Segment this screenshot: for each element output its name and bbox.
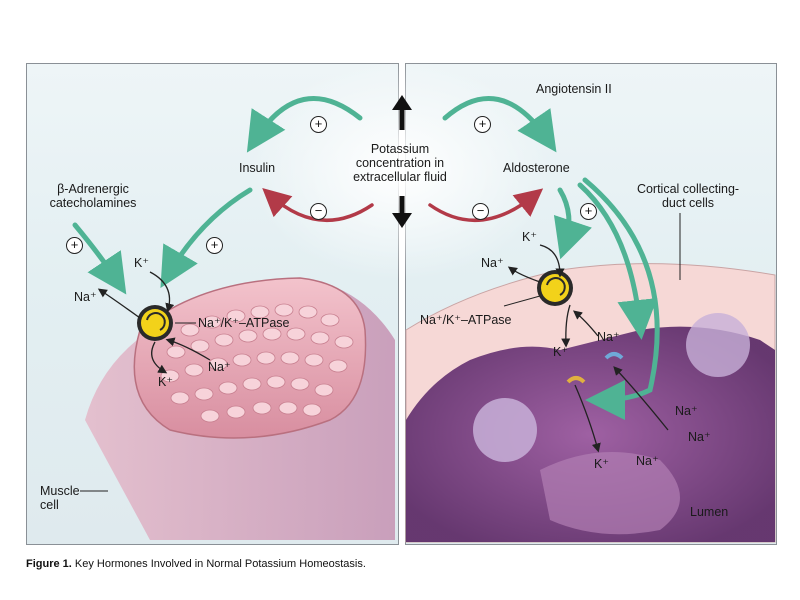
ion-na-lumen-2: Na⁺ bbox=[688, 430, 711, 444]
stimulatory-arrows bbox=[72, 95, 660, 420]
potassium-line3: extracellular fluid bbox=[353, 170, 447, 184]
muscle-cell-label: Muscle cell bbox=[40, 484, 80, 512]
insulin-label: Insulin bbox=[239, 161, 276, 175]
potassium-line2: concentration in bbox=[355, 156, 445, 170]
ion-k-out-left: K⁺ bbox=[158, 375, 173, 389]
plus-sign-insulin: + bbox=[310, 116, 327, 133]
cortical-label: Cortical collecting- duct cells bbox=[618, 182, 758, 210]
potassium-label: Potassium concentration in extracellular… bbox=[330, 142, 470, 184]
lumen-label: Lumen bbox=[690, 505, 729, 519]
ion-na-lumen-1: Na⁺ bbox=[675, 404, 698, 418]
muscle-line2: cell bbox=[40, 498, 59, 512]
muscle-cell-illustration bbox=[85, 277, 395, 540]
pump-right bbox=[537, 270, 573, 306]
pump-left bbox=[137, 305, 173, 341]
beta-adrenergic-label: β-Adrenergic catecholamines bbox=[38, 182, 148, 210]
ion-flux-arrows bbox=[97, 244, 669, 453]
beta-line2: catecholamines bbox=[49, 196, 137, 210]
ion-na-out-right: Na⁺ bbox=[481, 256, 504, 270]
ion-na-lumen-3: Na⁺ bbox=[636, 454, 659, 468]
ion-na-out-left: Na⁺ bbox=[74, 290, 97, 304]
plus-sign-aldosterone: + bbox=[474, 116, 491, 133]
cortical-line1: Cortical collecting- bbox=[636, 182, 740, 196]
decrease-arrowhead bbox=[392, 213, 412, 228]
plus-sign-beta: + bbox=[66, 237, 83, 254]
inhibitory-arrows bbox=[262, 187, 544, 223]
ion-k-in-right: K⁺ bbox=[522, 230, 537, 244]
atpase-label-right: Na⁺/K⁺–ATPase bbox=[420, 313, 512, 327]
aldosterone-label: Aldosterone bbox=[503, 161, 570, 175]
atpase-leader-right bbox=[503, 295, 541, 307]
ion-na-channel: Na⁺ bbox=[597, 330, 620, 344]
k-channel bbox=[566, 376, 586, 384]
ion-na-in-left: Na⁺ bbox=[208, 360, 231, 374]
plus-sign-aldosterone-cell: + bbox=[580, 203, 597, 220]
caption-text: Key Hormones Involved in Normal Potassiu… bbox=[74, 558, 366, 570]
plus-sign-insulin-cell: + bbox=[206, 237, 223, 254]
minus-sign-aldosterone: − bbox=[472, 203, 489, 220]
ion-k-in-left: K⁺ bbox=[134, 256, 149, 270]
figure-caption: Figure 1. Key Hormones Involved in Norma… bbox=[26, 558, 366, 570]
caption-prefix: Figure 1. bbox=[26, 558, 72, 570]
nucleus bbox=[473, 398, 537, 462]
center-glow bbox=[250, 60, 550, 280]
collecting-duct-illustration bbox=[405, 263, 776, 543]
beta-line1: β-Adrenergic bbox=[57, 182, 129, 196]
atpase-label-left: Na⁺/K⁺–ATPase bbox=[198, 316, 290, 330]
muscle-line1: Muscle bbox=[40, 484, 80, 498]
minus-sign-insulin: − bbox=[310, 203, 327, 220]
angiotensin-label: Angiotensin II bbox=[536, 82, 612, 96]
ion-k-channel: K⁺ bbox=[553, 345, 568, 359]
cortical-line2: duct cells bbox=[661, 196, 715, 210]
ion-k-lumen: K⁺ bbox=[594, 457, 609, 471]
potassium-line1: Potassium bbox=[370, 142, 430, 156]
na-channel bbox=[604, 352, 624, 360]
nucleus bbox=[686, 313, 750, 377]
increase-arrowhead bbox=[392, 95, 412, 110]
